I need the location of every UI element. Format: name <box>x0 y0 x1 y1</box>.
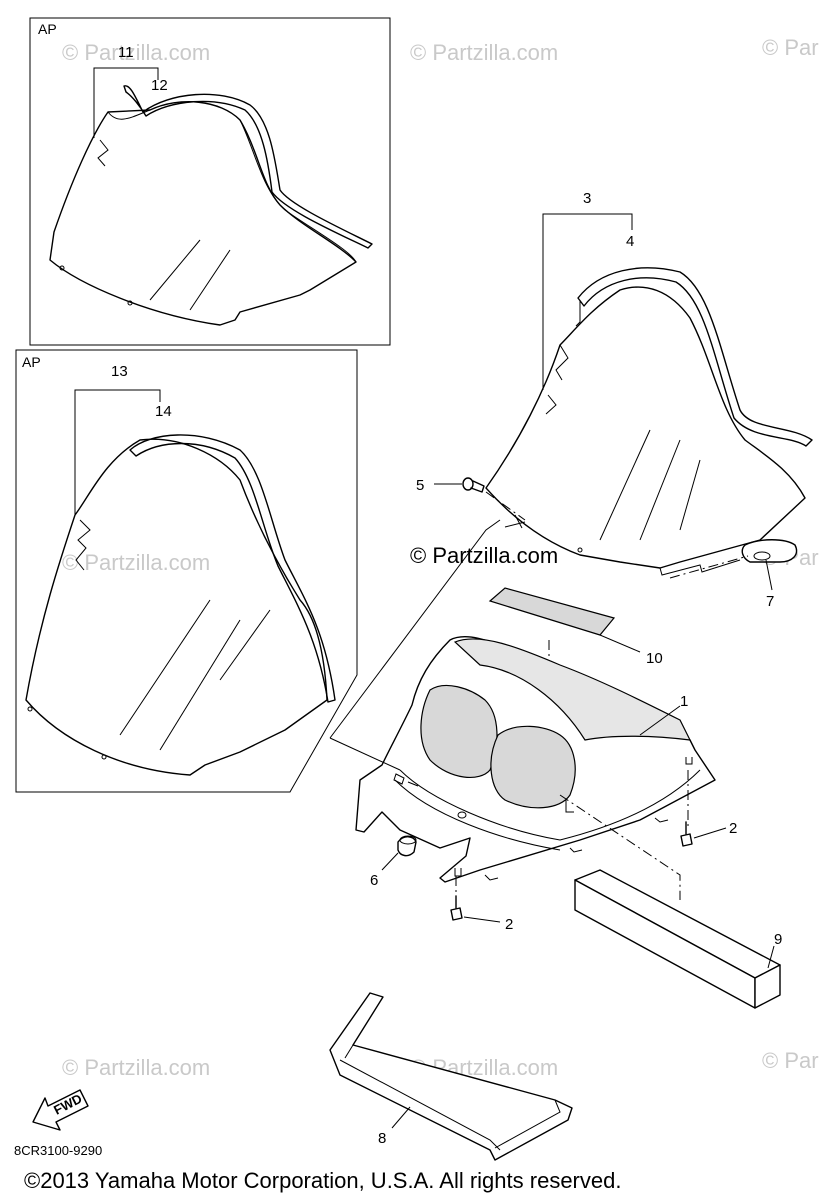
callout-2: 2 <box>505 916 513 933</box>
watermark-center: © Partzilla.com <box>410 543 558 568</box>
callout-8: 8 <box>378 1130 386 1147</box>
windshield-part-3 <box>485 286 806 569</box>
callout-14: 14 <box>155 403 172 420</box>
watermark: © Par <box>762 1048 819 1073</box>
callout-13: 13 <box>111 363 128 380</box>
trim-strip-part-12 <box>123 85 373 249</box>
callout-6: 6 <box>370 872 378 889</box>
windshield-part-11 <box>49 101 357 326</box>
trim-strip-part-4 <box>577 267 813 447</box>
watermark: © Partzilla.com <box>62 1055 210 1080</box>
ap-box-top-frame <box>29 17 391 346</box>
watermark: © Partzilla.com <box>410 40 558 65</box>
foam-block-part-9: 9 <box>574 869 782 1009</box>
watermark: © Partzilla.com <box>62 550 210 575</box>
callout-11: 11 <box>118 44 134 61</box>
clip-part-7: 7 <box>669 539 798 610</box>
cowl-opening-right <box>490 725 576 809</box>
copyright: ©2013 Yamaha Motor Corporation, U.S.A. A… <box>24 1168 621 1193</box>
grommet-part-6: 6 <box>370 835 417 889</box>
callout-5: 5 <box>416 477 424 494</box>
ap-box-top: AP 11 12 <box>29 17 391 346</box>
windshield-assembly: 3 4 <box>485 190 813 576</box>
callout-9: 9 <box>774 931 782 948</box>
cowl-opening-left <box>420 685 498 778</box>
cowl-part-1: 1 <box>355 636 716 883</box>
callout-4: 4 <box>626 233 634 250</box>
callout-12: 12 <box>151 77 168 94</box>
trim-part-8: 8 <box>329 992 573 1161</box>
callout-1: 1 <box>680 693 688 710</box>
callout-7: 7 <box>766 593 774 610</box>
ap-box-left-frame <box>15 349 358 793</box>
diagram-code: 8CR3100-9290 <box>14 1143 102 1158</box>
ap-box-left: AP 13 14 <box>15 349 358 793</box>
fwd-arrow-icon: FWD <box>32 1089 89 1131</box>
callout-2: 2 <box>729 820 737 837</box>
callout-10: 10 <box>646 650 663 667</box>
watermark: © Par <box>762 35 819 60</box>
watermark: © Partzilla.com <box>62 40 210 65</box>
windshield-part-13 <box>25 438 328 776</box>
screw-part-5: 5 <box>416 477 526 521</box>
callout-3: 3 <box>583 190 591 207</box>
bolt-part-2: 2 <box>450 895 513 933</box>
ap-label: AP <box>38 21 57 37</box>
ap-label: AP <box>22 354 41 370</box>
trim-strip-part-14 <box>129 434 336 703</box>
bolt-part-2: 2 <box>680 820 737 847</box>
